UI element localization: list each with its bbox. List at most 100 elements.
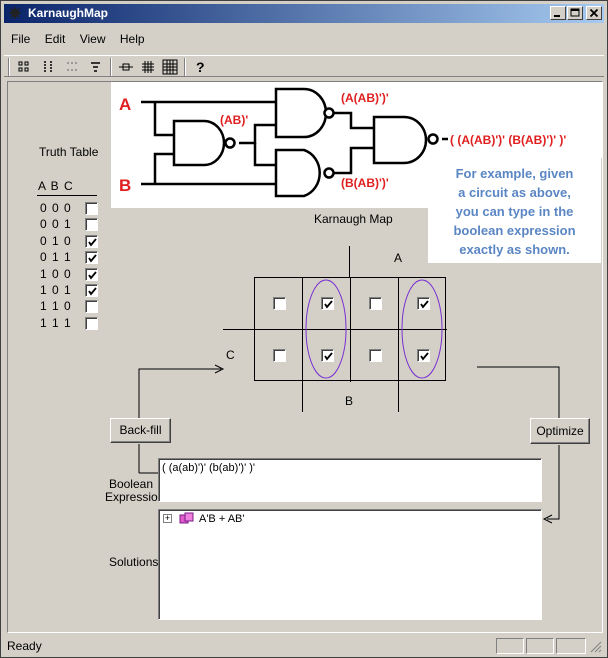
truth-table-row-label: 0 1 0 [40,233,72,248]
kmap-cell [303,330,351,382]
truth-table-checkbox[interactable] [85,234,98,248]
expression-label-line1: Boolean [108,477,153,491]
status-bar: Ready [4,637,604,655]
truth-table-checkbox[interactable] [85,316,98,330]
truth-table-row-label: 1 1 1 [40,315,72,330]
circuit-diagram: A B (AB)' (A(AB)')' (B(AB)')' ( (A(AB)')… [111,82,603,208]
solutions-label: Solutions [109,555,159,569]
kmap-checkbox[interactable] [273,297,286,310]
truth-table-checkbox[interactable] [85,284,98,297]
kmap-checkbox[interactable] [369,349,382,362]
window-title: KarnaughMap [28,6,109,20]
karnaugh-map-grid [254,277,447,382]
kmap-cell [303,278,351,330]
grid-icon[interactable] [138,58,158,76]
maximize-icon [570,8,580,17]
kmap-title: Karnaugh Map [314,212,393,226]
solution-item[interactable]: A'B + AB' [199,513,245,525]
toolbar-separator [184,58,186,76]
kmap-a-bracket [349,246,350,277]
flow-arrows [138,364,560,524]
expression-label: Boolean Expression [105,477,165,504]
example-note: For example, given a circuit as above, y… [428,158,601,263]
truth-table-row-label: 0 1 1 [40,250,72,265]
kmap-checkbox[interactable] [273,349,286,362]
kmap-checkbox[interactable] [321,297,334,310]
optimize-button[interactable]: Optimize [530,418,590,444]
truth-table-header: A B C [38,179,74,193]
kmap-cell [255,278,303,330]
truth-table-checkbox[interactable] [85,251,98,265]
solutions-tree[interactable]: + A'B + AB' [158,509,542,620]
kmap-groupings [305,279,443,379]
kmap-grid-icon[interactable] [160,58,180,76]
truth-table-row-label: 1 0 1 [40,283,72,297]
menu-bar: File Edit View Help [4,32,149,50]
menu-help[interactable]: Help [119,32,145,46]
gate1-label: (AB)' [220,113,248,127]
gate-icon[interactable] [116,58,136,76]
menu-edit[interactable]: Edit [44,32,66,46]
truth-table-divider [37,195,97,196]
menu-file[interactable]: File [11,32,31,46]
truth-table-checkbox[interactable] [85,300,98,314]
solution-node-icon [179,512,194,524]
help-icon[interactable]: ? [190,58,210,76]
kmap-checkbox[interactable] [321,349,334,362]
status-panel [496,638,524,654]
note-line: For example, given [455,166,574,181]
truth-table-checkbox[interactable] [85,267,98,281]
close-icon [589,8,599,18]
toolbar-separator [8,58,10,76]
menu-view[interactable]: View [79,32,106,46]
check-icon [324,300,333,309]
backfill-button[interactable]: Back-fill [110,418,171,443]
gate3-label: (B(AB)')' [341,176,389,190]
truth-table-row-label: 1 0 0 [40,266,72,281]
note-line: boolean expression [453,223,576,238]
expression-input[interactable]: ( (a(ab)')' (b(ab)')' )' [158,458,542,502]
dots-icon[interactable] [62,58,82,76]
kmap-label-a: A [394,251,403,265]
status-panel [526,638,554,654]
check-icon [88,254,97,263]
kmap-cell [255,330,303,382]
output-label: ( (A(AB)')' (B(AB)')' )' [450,133,566,147]
kmap-b-bracket-right [398,381,399,412]
note-line: you can type in the [455,204,574,219]
check-icon [324,352,333,361]
truth-table-checkbox[interactable] [85,202,98,215]
resize-grip-icon[interactable] [590,641,602,653]
toolbar: ? [4,55,604,77]
truth-table-icon[interactable] [38,58,58,76]
check-icon [88,287,97,296]
truth-table-checkbox[interactable] [85,218,98,232]
truth-table-row-label: 1 1 0 [40,299,72,314]
kmap-cell [399,278,447,330]
minimize-icon [554,15,560,17]
close-button[interactable] [586,6,602,20]
title-bar: KarnaughMap [4,4,604,23]
expand-toggle[interactable]: + [163,513,172,523]
client-area [7,81,603,633]
group-ellipse [401,279,443,379]
kmap-checkbox[interactable] [369,297,382,310]
kmap-checkbox[interactable] [417,349,430,362]
kmap-cell [399,330,447,382]
note-line: exactly as shown. [459,242,570,257]
truth-table-row-label: 0 0 1 [40,217,72,232]
kmap-checkbox[interactable] [417,297,430,310]
minimize-button[interactable] [550,6,566,20]
check-icon [88,271,97,280]
grid-4-icon[interactable] [14,58,34,76]
note-line: a circuit as above, [458,185,571,200]
kmap-label-c: C [226,348,235,362]
status-text: Ready [7,639,42,653]
expression-label-line2: Expression [105,490,165,504]
kmap-cell [351,278,399,330]
maximize-button[interactable] [567,6,583,20]
filter-icon[interactable] [86,58,106,76]
kmap-c-bracket [223,329,254,330]
kmap-cell [351,330,399,382]
